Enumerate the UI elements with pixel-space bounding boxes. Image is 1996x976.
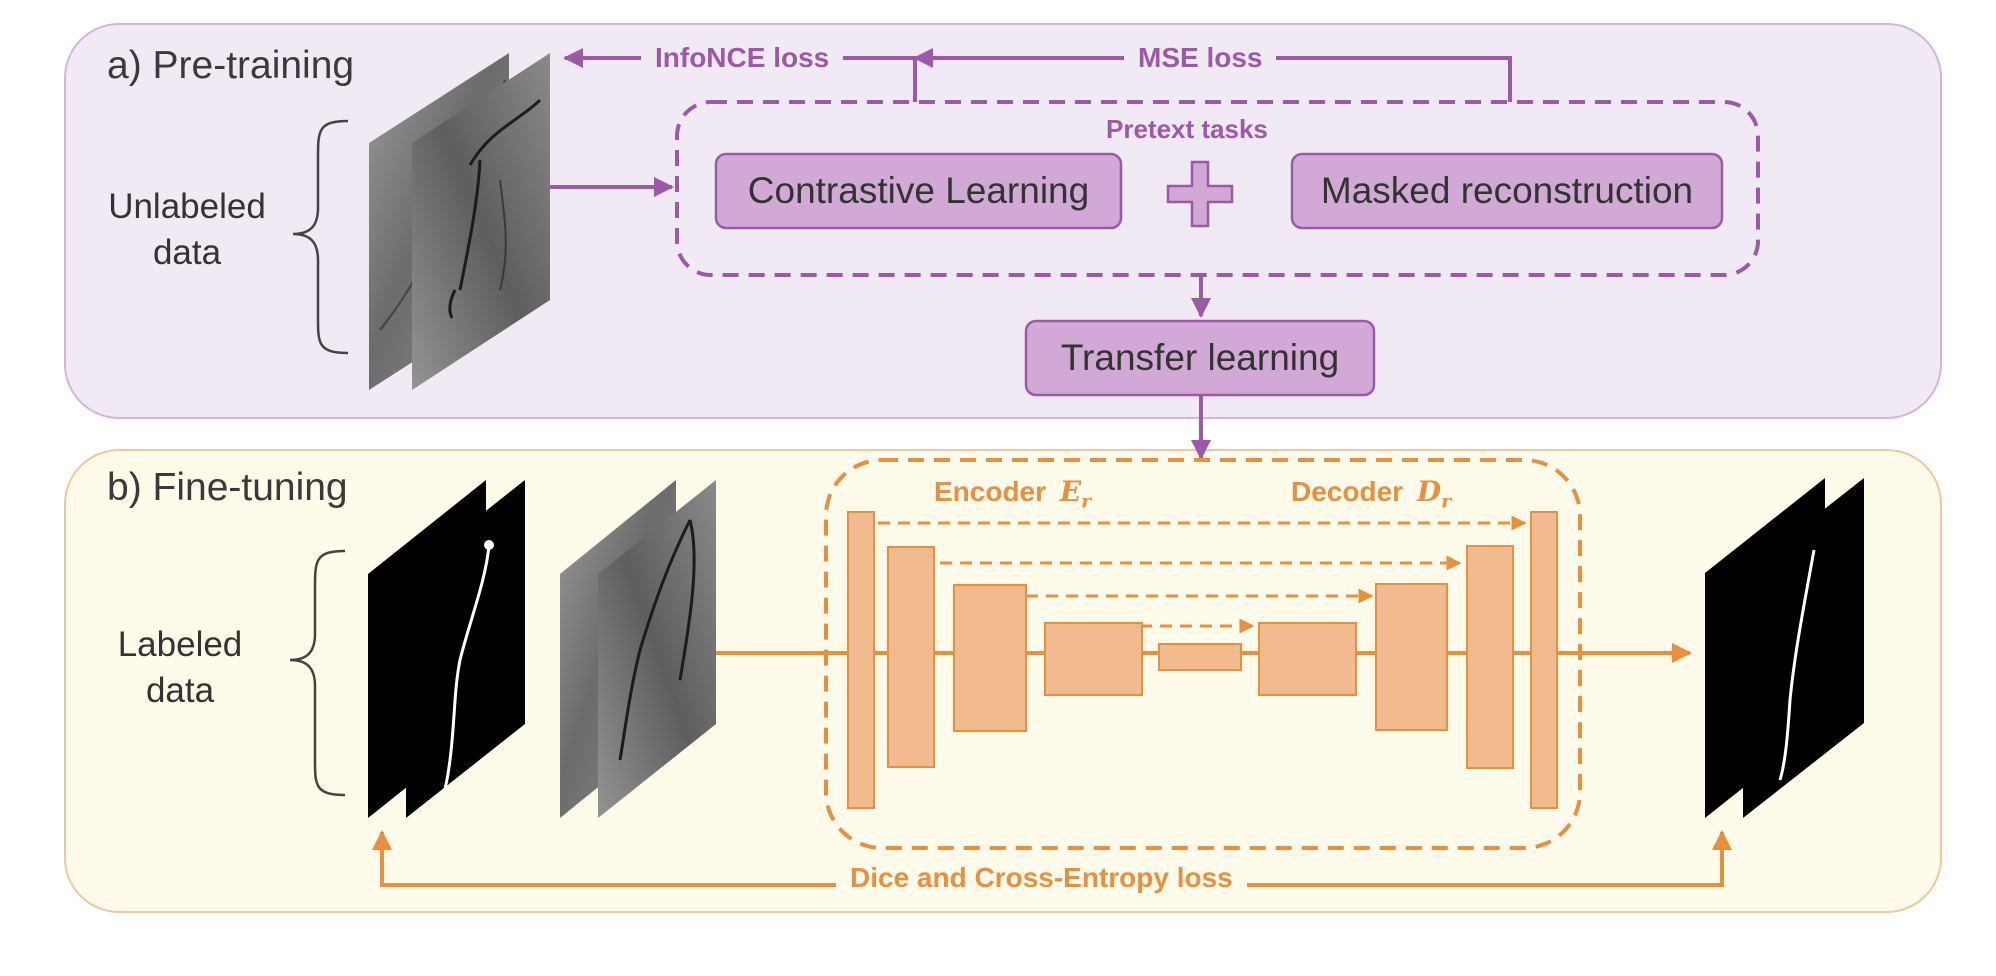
decoder-block-2	[1466, 545, 1514, 769]
masked-reconstruction-box	[1290, 152, 1724, 230]
labeled-data-line1: Labeled	[117, 625, 243, 664]
encoder-symbol: E	[1059, 475, 1082, 508]
encoder-block-1	[847, 511, 875, 809]
pretext-tasks-label: Pretext tasks	[1106, 114, 1268, 144]
label-mask-stack	[368, 480, 525, 818]
encoder-block-4	[1044, 622, 1143, 696]
labeled-brace	[289, 549, 346, 797]
pretraining-title: a) Pre-training	[107, 44, 355, 87]
decoder-block-1	[1530, 511, 1558, 809]
decoder-label: Decoder Dr	[1291, 475, 1451, 513]
output-prediction-stack	[1705, 478, 1864, 818]
plus-icon	[1166, 160, 1234, 228]
dice-ce-loss-label: Dice and Cross-Entropy loss	[836, 862, 1247, 894]
mse-loss-path	[913, 48, 1512, 102]
encoder-label: Encoder Er	[934, 475, 1091, 513]
loss-path-left	[372, 830, 1050, 887]
pretext-tasks-container	[675, 100, 1760, 277]
encoder-label-text: Encoder	[934, 476, 1047, 507]
decoder-block-3	[1375, 583, 1448, 731]
encoder-subscript: r	[1081, 490, 1092, 513]
mse-loss-label: MSE loss	[1124, 42, 1277, 74]
labeled-data-label: Labeled data	[95, 622, 265, 714]
contrastive-learning-box	[714, 152, 1123, 230]
contrastive-learning-label: Contrastive Learning	[747, 170, 1090, 211]
bottleneck-block	[1158, 643, 1242, 671]
finetuning-title: b) Fine-tuning	[107, 466, 348, 509]
unlabeled-angiogram-stack	[369, 53, 550, 390]
unet-container	[824, 458, 1582, 850]
unlabeled-brace	[292, 119, 349, 355]
unlabeled-data-line2: data	[152, 233, 222, 272]
unlabeled-data-line1: Unlabeled	[108, 187, 266, 226]
transfer-learning-label: Transfer learning	[1060, 337, 1340, 378]
unlabeled-data-label: Unlabeled data	[92, 184, 282, 276]
decoder-symbol: D	[1416, 475, 1442, 508]
infonce-loss-label: InfoNCE loss	[641, 42, 844, 74]
labeled-data-line2: data	[145, 671, 215, 710]
masked-reconstruction-label: Masked reconstruction	[1320, 170, 1694, 211]
decoder-block-4	[1258, 622, 1357, 696]
decoder-label-text: Decoder	[1291, 476, 1404, 507]
input-angiogram-stack	[560, 480, 716, 818]
encoder-block-3	[953, 584, 1027, 732]
encoder-block-2	[887, 546, 935, 768]
decoder-subscript: r	[1441, 490, 1452, 513]
loss-path-right	[1050, 830, 1732, 887]
